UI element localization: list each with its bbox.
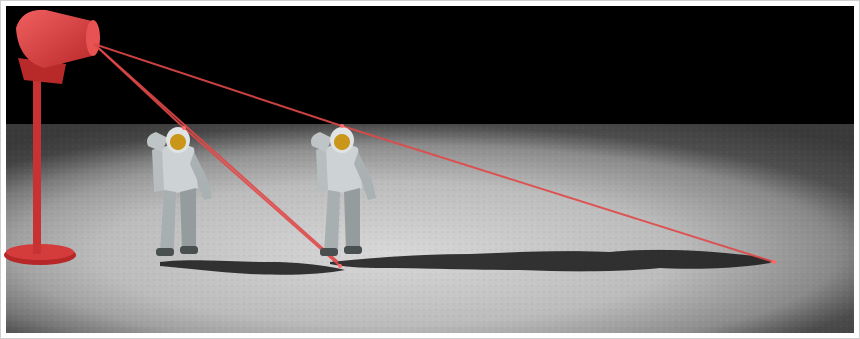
visor — [170, 134, 186, 150]
right-leg — [180, 188, 196, 250]
left-boot — [156, 248, 174, 256]
lamp-pole — [33, 80, 41, 254]
ray-point-shadow-near — [338, 264, 342, 268]
space-sky — [6, 6, 854, 126]
ray-point-near-helmet — [182, 126, 186, 130]
visor — [334, 134, 350, 150]
ray-point-far-helmet — [340, 124, 344, 128]
left-boot — [320, 248, 338, 256]
lamp-lens — [86, 20, 100, 56]
right-leg — [344, 188, 360, 250]
surface-vignette — [6, 124, 854, 333]
right-boot — [344, 246, 362, 254]
right-boot — [180, 246, 198, 254]
ray-point-shadow-far — [772, 260, 776, 264]
